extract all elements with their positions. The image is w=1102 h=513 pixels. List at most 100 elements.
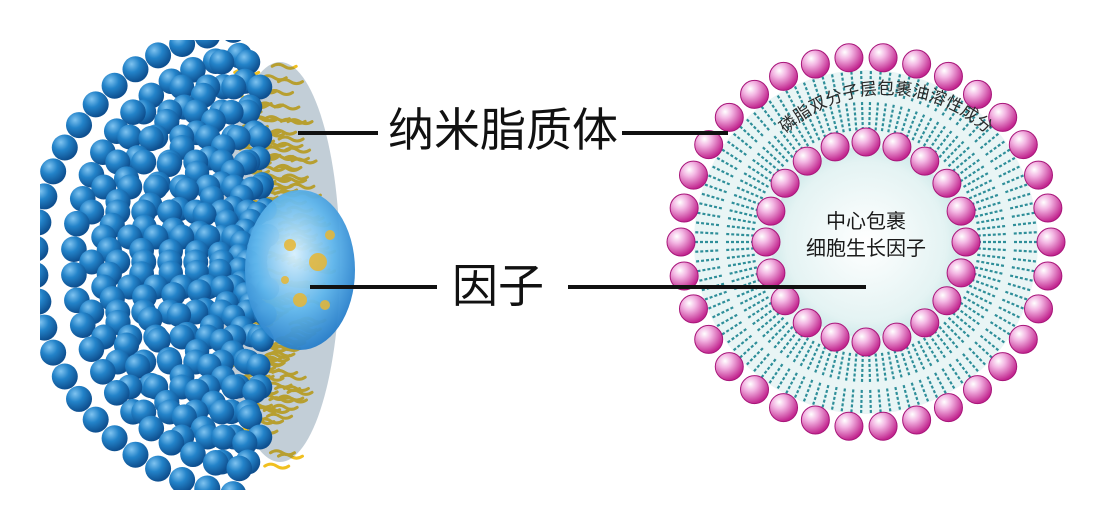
lipid-tail-outer bbox=[885, 386, 892, 412]
lipid-tail-outer bbox=[793, 85, 807, 110]
lipid-tail-outer bbox=[1009, 265, 1035, 273]
phospholipid-head-outer bbox=[1033, 193, 1063, 223]
phospholipid-head-inner bbox=[770, 286, 800, 316]
lipid-tail-outer bbox=[708, 297, 732, 310]
phospholipid-head-inner bbox=[770, 168, 800, 198]
lipid-head-sphere bbox=[138, 125, 164, 152]
phospholipid-head-outer bbox=[1008, 130, 1038, 160]
lipid-head-sphere bbox=[169, 40, 196, 58]
lipid-tail-outer bbox=[699, 202, 725, 211]
lipid-tail-outer bbox=[1007, 202, 1033, 211]
lipid-head-sphere bbox=[221, 74, 247, 100]
core-particle bbox=[284, 239, 296, 251]
lipid-tail-outer bbox=[917, 82, 930, 107]
lipid-tail-outer bbox=[877, 71, 882, 97]
lipid-tail bbox=[266, 412, 294, 420]
phospholipid-head-outer bbox=[868, 411, 898, 441]
lipid-head-sphere bbox=[40, 314, 58, 341]
lipid-head-sphere bbox=[174, 177, 200, 203]
core-particle bbox=[293, 293, 307, 307]
phospholipid-head-inner bbox=[910, 146, 940, 176]
phospholipid-head-outer bbox=[678, 160, 708, 190]
lipid-tail-outer bbox=[802, 377, 815, 402]
bilayer-tails bbox=[695, 71, 1037, 413]
lipid-head-sphere bbox=[40, 263, 49, 288]
lipid-tail-outer bbox=[877, 387, 882, 413]
lipid-tail-outer bbox=[902, 382, 911, 408]
phospholipid-head-outer bbox=[669, 261, 699, 291]
lipid-head-sphere bbox=[131, 149, 157, 175]
lipid-tail bbox=[268, 153, 296, 161]
phospholipid-head-inner bbox=[951, 227, 981, 257]
lipid-head-sphere bbox=[209, 49, 235, 75]
lipid-tail-outer bbox=[753, 112, 772, 133]
lipid-tail bbox=[286, 118, 314, 126]
lipid-tail-outer bbox=[721, 148, 744, 164]
lipid-tail-outer bbox=[802, 82, 815, 107]
phospholipid-head-inner bbox=[820, 132, 850, 162]
lipid-tail-outer bbox=[1009, 211, 1035, 219]
lipid-tail-outer bbox=[983, 326, 1005, 344]
phospholipid-head-inner bbox=[792, 308, 822, 338]
lipid-tail-outer bbox=[893, 74, 902, 100]
lipid-tail-outer bbox=[727, 326, 749, 344]
lipid-head-sphere bbox=[232, 430, 258, 456]
lipid-tail-outer bbox=[850, 387, 855, 413]
phospholipid-head-inner bbox=[820, 322, 850, 352]
lipid-head-sphere bbox=[66, 112, 93, 139]
lipid-tail-outer bbox=[776, 366, 792, 390]
lipid-head-sphere bbox=[79, 249, 105, 275]
phospholipid-head-outer bbox=[669, 193, 699, 223]
core-droplet bbox=[245, 190, 355, 350]
lipid-tail bbox=[263, 462, 291, 470]
lipid-head-sphere bbox=[242, 379, 267, 404]
lipid-head-sphere bbox=[226, 455, 253, 482]
lipid-tail-outer bbox=[972, 339, 993, 359]
phospholipid-head-outer bbox=[988, 102, 1018, 132]
phospholipid-head-outer bbox=[834, 411, 864, 441]
lipid-head-sphere bbox=[51, 134, 78, 161]
lipid-tail-outer bbox=[1011, 249, 1037, 253]
lipid-tail-outer bbox=[940, 366, 956, 390]
lipid-tail-outer bbox=[869, 387, 872, 413]
lipid-tail-outer bbox=[1007, 273, 1033, 282]
lipid-tail-outer bbox=[739, 339, 760, 359]
center-caption-line2: 细胞生长因子 bbox=[806, 236, 926, 260]
lipid-tail-outer bbox=[988, 320, 1011, 336]
lipid-tail-outer bbox=[697, 211, 723, 219]
lipid-head-sphere bbox=[145, 455, 172, 482]
lipid-head-sphere bbox=[169, 466, 196, 490]
phospholipid-head-outer bbox=[666, 227, 696, 257]
lipid-tail-outer bbox=[716, 312, 740, 328]
phospholipid-head-outer bbox=[1008, 324, 1038, 354]
lipid-tail-outer bbox=[712, 165, 736, 179]
phospholipid-head-inner bbox=[756, 196, 786, 226]
lipid-head-sphere bbox=[125, 353, 151, 379]
lipid-tail-outer bbox=[768, 361, 785, 384]
lipid-tail bbox=[269, 344, 297, 352]
lipid-head-sphere bbox=[51, 363, 78, 390]
lipid-tail-outer bbox=[996, 165, 1020, 179]
lipid-tail-outer bbox=[992, 156, 1016, 172]
lipid-tail-outer bbox=[860, 387, 863, 413]
lipid-tail-outer bbox=[960, 112, 979, 133]
core-particles bbox=[281, 230, 335, 310]
lipid-tail-outer bbox=[1003, 183, 1028, 194]
lipid-tail-outer bbox=[860, 71, 863, 97]
lipid-tail bbox=[263, 115, 291, 123]
lipid-head-sphere bbox=[122, 56, 149, 83]
lipid-tail-outer bbox=[869, 71, 872, 97]
lipid-tail-outer bbox=[893, 384, 902, 410]
nano-liposome-label: 纳米脂质体 bbox=[388, 103, 618, 157]
phospholipid-head-outer bbox=[902, 405, 932, 435]
phospholipid-head-outer bbox=[902, 49, 932, 79]
lipid-tail-outer bbox=[739, 125, 760, 145]
lipid-tail-outer bbox=[1000, 297, 1024, 310]
lipid-tail-outer bbox=[704, 183, 729, 194]
lipid-head-sphere bbox=[166, 302, 192, 328]
lipid-tail-outer bbox=[988, 148, 1011, 164]
phospholipid-head-outer bbox=[740, 79, 770, 109]
core-particle bbox=[281, 276, 289, 284]
lipid-head-sphere bbox=[225, 40, 242, 43]
phospholipid-head-outer bbox=[694, 324, 724, 354]
